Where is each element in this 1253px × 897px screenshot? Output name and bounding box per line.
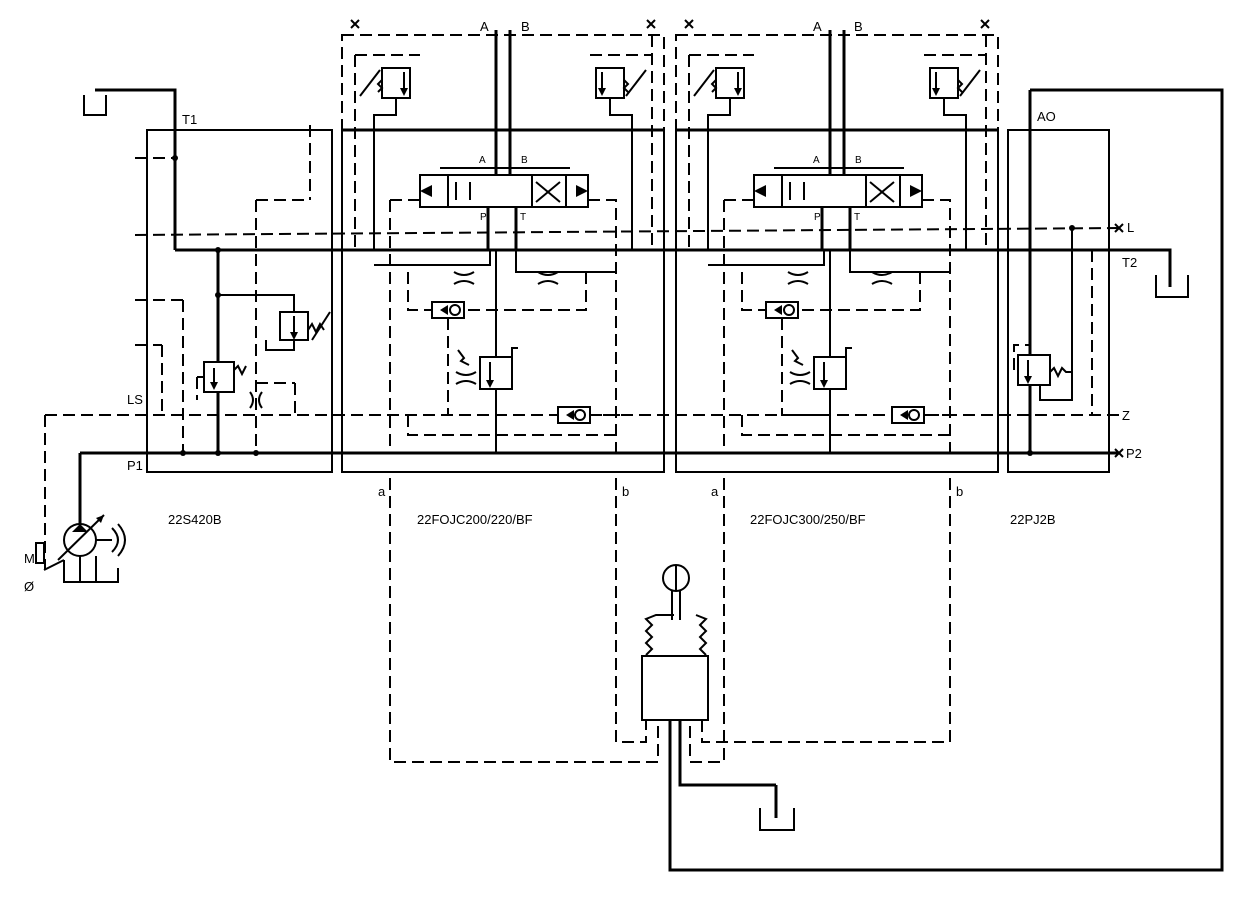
- section2-shuttle-valve-bottom: [891, 406, 925, 424]
- spool2-label-b: B: [855, 155, 862, 166]
- pilot-label-b-section2: b: [956, 484, 963, 499]
- section2-throttles: [787, 271, 893, 285]
- port-label-ls: LS: [127, 392, 143, 407]
- joystick-pilot-valve: [641, 564, 709, 721]
- port-label-phi: Ø: [24, 579, 34, 594]
- spool1-label-p: P: [480, 212, 487, 223]
- tank-t1-symbol: [83, 88, 177, 250]
- spool2-label-a: A: [813, 155, 820, 166]
- port-label-p1: P1: [127, 458, 143, 473]
- model-label-section1: 22FOJC200/220/BF: [417, 512, 533, 527]
- port-label-m: M: [24, 551, 35, 566]
- port-label-l: L: [1127, 220, 1134, 235]
- port-label-b-section2: B: [854, 19, 863, 34]
- section2-compensator: [789, 250, 852, 453]
- spool1-label-t: T: [520, 212, 526, 223]
- inlet-relief-valve: [218, 294, 331, 351]
- model-label-inlet: 22S420B: [168, 512, 222, 527]
- section1-directional-spool: [419, 167, 589, 208]
- inlet-compensator-valve: [196, 250, 247, 453]
- section2-directional-spool: [753, 167, 923, 208]
- section1-compensator: [455, 250, 518, 453]
- section1-shuttle-valve-top: [431, 301, 465, 319]
- pump-symbol: [35, 453, 126, 583]
- pilot-label-b-section1: b: [622, 484, 629, 499]
- port-label-a-section2: A: [813, 19, 822, 34]
- pilot-label-a-section1: a: [378, 484, 386, 499]
- return-line-to-joystick: [668, 88, 1224, 872]
- model-label-end: 22PJ2B: [1010, 512, 1056, 527]
- port-label-t1: T1: [182, 112, 197, 127]
- section1-port-relief-right: [595, 67, 647, 250]
- port-label-a-section1: A: [480, 19, 489, 34]
- spool2-label-t: T: [854, 212, 860, 223]
- port-label-ao: AO: [1037, 109, 1056, 124]
- section1-shuttle-valve-bottom: [557, 406, 591, 424]
- pilot-label-a-section2: a: [711, 484, 719, 499]
- port-label-z: Z: [1122, 408, 1130, 423]
- end-relief-valve: [1013, 228, 1073, 401]
- port-marker-crosses: [350, 19, 1124, 458]
- spool1-label-a: A: [479, 155, 486, 166]
- port-label-t2: T2: [1122, 255, 1137, 270]
- spool2-label-p: P: [814, 212, 821, 223]
- spool1-label-b: B: [521, 155, 528, 166]
- section2-shuttle-valve-top: [765, 301, 799, 319]
- tank-t2-symbol: [1120, 248, 1189, 298]
- section1-throttles: [453, 271, 559, 285]
- port-label-p2: P2: [1126, 446, 1142, 461]
- drain-line: [134, 227, 1121, 236]
- model-label-section2: 22FOJC300/250/BF: [750, 512, 866, 527]
- end-module-outline: [1007, 129, 1110, 473]
- section1-port-relief-left: [359, 67, 411, 250]
- section2-port-relief-left: [693, 67, 745, 250]
- port-label-b-section1: B: [521, 19, 530, 34]
- section2-port-relief-right: [929, 67, 981, 250]
